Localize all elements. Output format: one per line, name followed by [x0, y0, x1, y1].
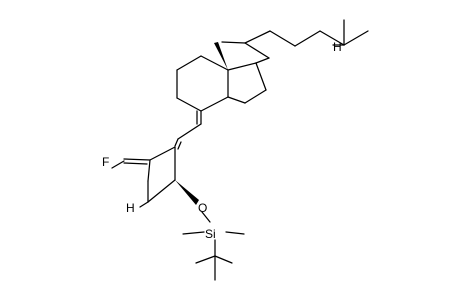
svg-text:H: H: [333, 40, 342, 54]
silyl-ether: [182, 211, 245, 281]
side-chain: [221, 19, 369, 59]
atom-label-hydrogen-chain: H: [333, 40, 342, 54]
svg-text:H: H: [126, 201, 135, 215]
atom-label-fluorine: F: [102, 155, 109, 169]
svg-text:F: F: [102, 155, 109, 169]
svg-text:O: O: [198, 201, 207, 215]
diene-linker: [174, 110, 202, 150]
atom-label-oxygen: O: [198, 201, 207, 215]
cd-ring-system: [176, 55, 270, 112]
svg-text:Si: Si: [205, 227, 216, 241]
a-ring: [111, 146, 176, 208]
methyl-wedge-bond: [214, 42, 228, 70]
atom-label-silicon: Si: [205, 227, 216, 241]
atom-label-hydrogen-ring: H: [126, 201, 135, 215]
oxygen-wedge-bond: [175, 180, 199, 205]
